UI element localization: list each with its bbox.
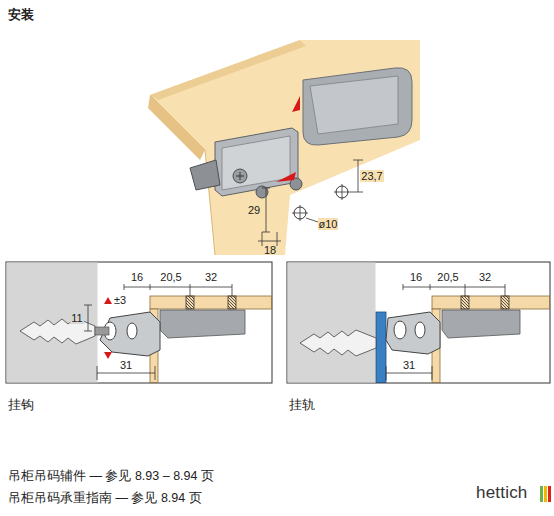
caption: 挂钩 bbox=[8, 398, 34, 412]
dimension: ø10 bbox=[318, 218, 339, 230]
rail-detail bbox=[287, 262, 550, 383]
brand-logo: hettich bbox=[476, 484, 528, 503]
hook-detail bbox=[6, 262, 272, 383]
dimension: 23,7 bbox=[360, 170, 383, 182]
dimension: 18 bbox=[264, 244, 276, 256]
title: 安装 bbox=[8, 8, 34, 22]
dimension: 20,5 bbox=[437, 271, 458, 283]
caption: 挂轨 bbox=[289, 398, 315, 412]
dimension: 29 bbox=[247, 204, 261, 216]
dimension: 20,5 bbox=[160, 271, 181, 283]
dimension: 32 bbox=[479, 271, 491, 283]
dimension: 32 bbox=[205, 271, 217, 283]
dimension: 31 bbox=[120, 359, 132, 371]
logo-mark bbox=[540, 486, 551, 502]
dimension: 31 bbox=[403, 359, 415, 371]
footnote: 吊柜吊码辅件 — 参见 8.93 – 8.94 页 bbox=[8, 470, 214, 484]
cabinet-view bbox=[148, 40, 420, 255]
footnote: 吊柜吊码承重指南 — 参见 8.94 页 bbox=[8, 492, 202, 506]
dimension: 11 bbox=[70, 312, 83, 324]
tolerance: ±3 bbox=[114, 294, 126, 306]
dimension: 16 bbox=[131, 271, 143, 283]
dimension: 16 bbox=[410, 271, 422, 283]
